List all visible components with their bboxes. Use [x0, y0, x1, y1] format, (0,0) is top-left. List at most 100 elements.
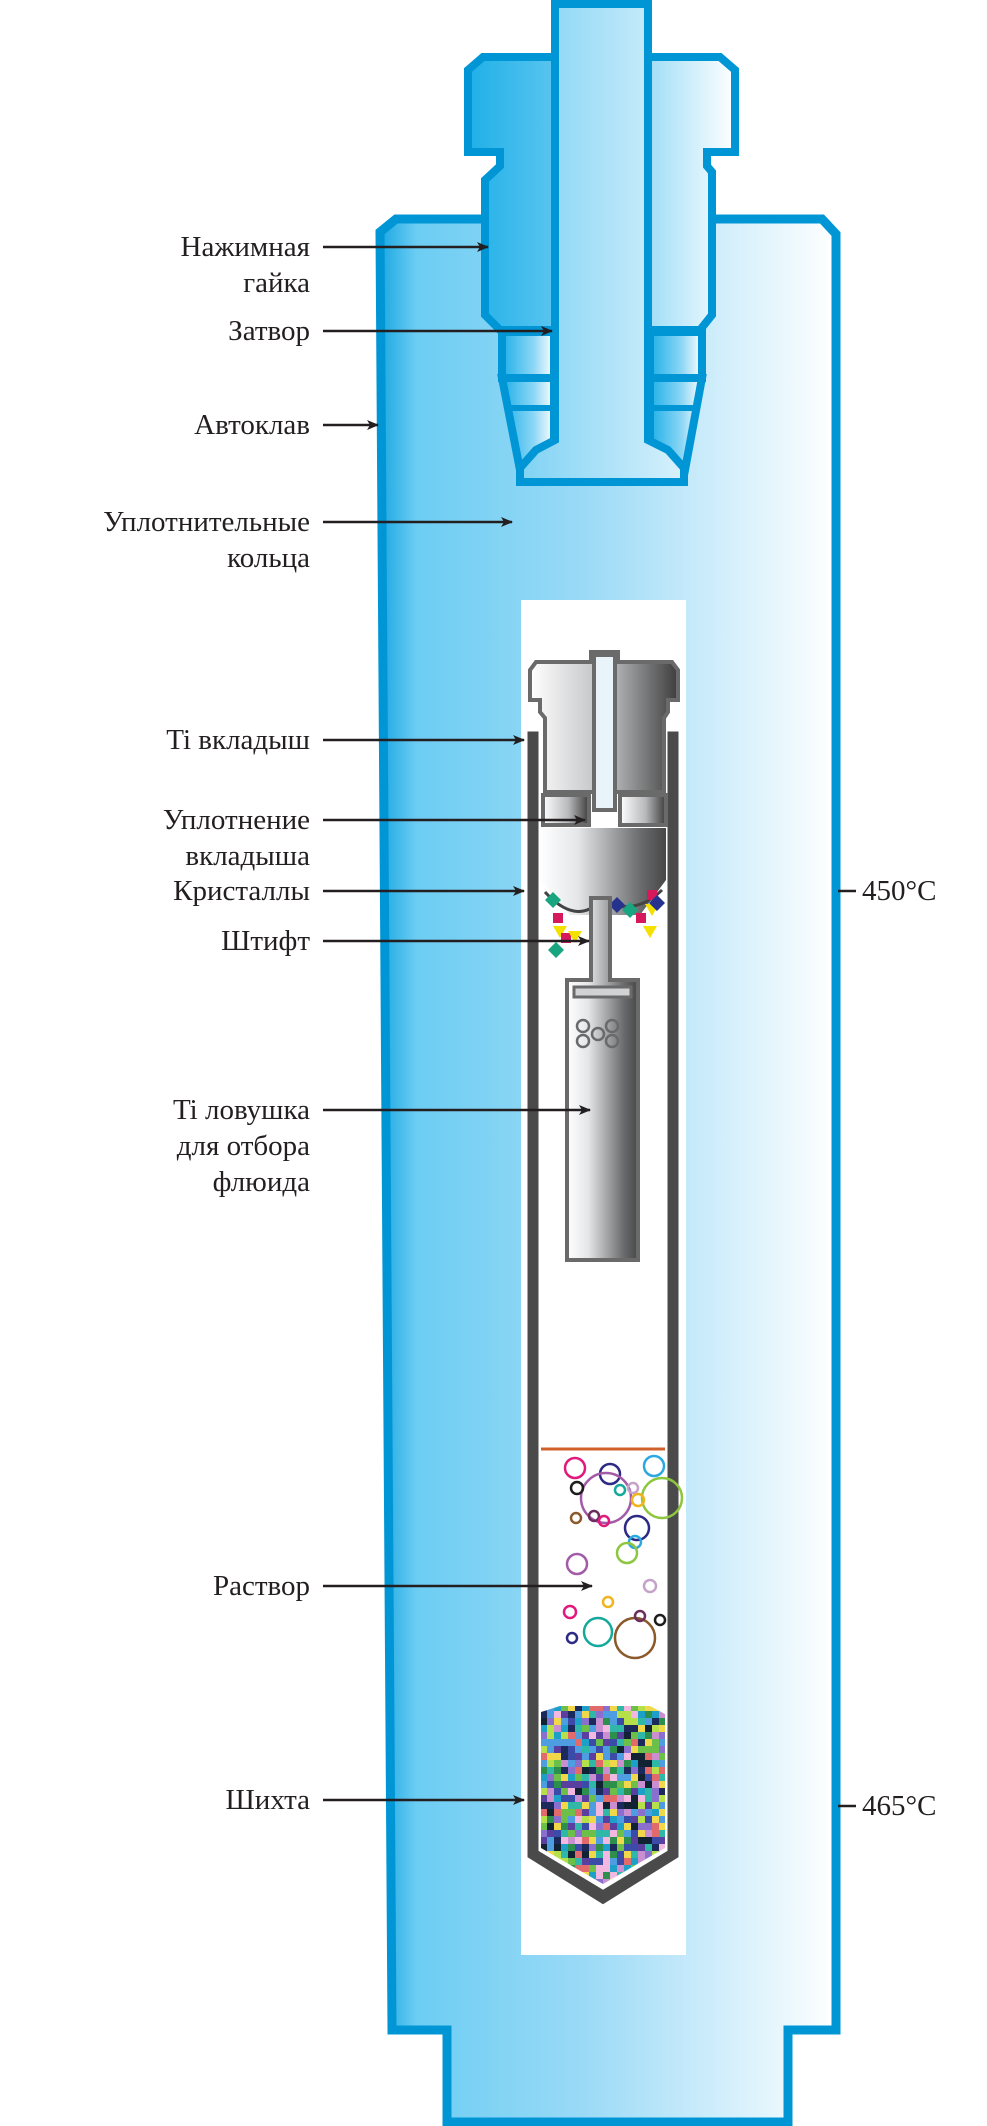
charge-pixel — [638, 1823, 645, 1830]
charge-pixel — [617, 1844, 624, 1851]
charge-pixel — [568, 1746, 575, 1753]
charge-pixel — [561, 1837, 568, 1844]
charge-pixel — [652, 1781, 659, 1788]
charge-pixel — [596, 1767, 603, 1774]
charge-pixel — [638, 1767, 645, 1774]
charge-pixel — [645, 1746, 652, 1753]
charge-pixel — [631, 1788, 638, 1795]
charge-pixel — [589, 1753, 596, 1760]
charge-pixel — [568, 1760, 575, 1767]
charge-pixel — [624, 1830, 631, 1837]
charge-pixel — [561, 1725, 568, 1732]
label-pin: Штифт — [221, 925, 310, 957]
crystal — [649, 895, 665, 911]
charge-pixel — [582, 1837, 589, 1844]
charge-pixel — [596, 1706, 603, 1711]
charge-pixel — [561, 1802, 568, 1809]
charge-pixel — [603, 1795, 610, 1802]
charge-pixel — [541, 1711, 547, 1718]
charge-pixel — [631, 1816, 638, 1823]
charge-pixel — [631, 1718, 638, 1725]
charge-pixel — [582, 1865, 589, 1872]
charge-pixel — [659, 1739, 665, 1746]
charge-pixel — [575, 1753, 582, 1760]
charge-pixel — [603, 1816, 610, 1823]
charge-pixel — [638, 1781, 645, 1788]
charge-pixel — [617, 1816, 624, 1823]
charge-pixel — [645, 1774, 652, 1781]
charge-pixel — [652, 1746, 659, 1753]
charge-pixel — [624, 1732, 631, 1739]
charge-pixel — [582, 1809, 589, 1816]
charge-pixel — [610, 1788, 617, 1795]
charge-pixel — [631, 1837, 638, 1844]
charge-pixel — [617, 1711, 624, 1718]
charge-pixel — [582, 1725, 589, 1732]
charge-pixel — [554, 1795, 561, 1802]
charge-pixel — [617, 1767, 624, 1774]
upper-chamber — [540, 828, 666, 915]
charge-pixel — [568, 1739, 575, 1746]
charge-pixel — [603, 1802, 610, 1809]
charge-pixel — [547, 1788, 554, 1795]
charge-pixel — [652, 1760, 659, 1767]
charge-pixel — [596, 1872, 603, 1879]
charge-pixel — [603, 1746, 610, 1753]
charge-pixel — [568, 1851, 575, 1858]
charge-pixel — [638, 1816, 645, 1823]
bubble — [633, 1609, 647, 1623]
label-line: Уплотнительные — [103, 506, 310, 538]
charge-pixel — [659, 1732, 665, 1739]
bubble — [623, 1514, 651, 1542]
charge-pixel — [624, 1767, 631, 1774]
charge-pixel — [610, 1781, 617, 1788]
charge-pixel — [582, 1816, 589, 1823]
charge-pixel — [561, 1711, 568, 1718]
charge-pixel — [561, 1816, 568, 1823]
charge-pixel — [659, 1781, 665, 1788]
charge-pixel — [617, 1788, 624, 1795]
charge-pixel — [610, 1706, 617, 1711]
charge-pixel — [631, 1844, 638, 1851]
charge-pixel — [568, 1858, 575, 1865]
charge-pixel — [541, 1788, 547, 1795]
charge-pixel — [610, 1725, 617, 1732]
charge-pixel — [645, 1823, 652, 1830]
charge-pixel — [659, 1823, 665, 1830]
charge-pixel — [645, 1706, 652, 1711]
charge-pixel — [541, 1823, 547, 1830]
charge-pixel — [582, 1774, 589, 1781]
charge-pixel — [645, 1837, 652, 1844]
charge-pixel — [631, 1823, 638, 1830]
charge-pixel — [554, 1760, 561, 1767]
charge-pixel — [659, 1725, 665, 1732]
charge-pixel — [575, 1746, 582, 1753]
charge-pixel — [596, 1781, 603, 1788]
charge-pixel — [610, 1802, 617, 1809]
charge-pixel — [554, 1830, 561, 1837]
charge-pixel — [624, 1816, 631, 1823]
charge-pixel — [582, 1844, 589, 1851]
charge-pixel — [638, 1837, 645, 1844]
charge-pixel — [568, 1732, 575, 1739]
charge-pixel — [624, 1753, 631, 1760]
charge-pixel — [554, 1706, 561, 1711]
charge-pixel — [589, 1872, 596, 1879]
charge-pixel — [575, 1725, 582, 1732]
charge-pixel — [617, 1732, 624, 1739]
charge-pixel — [575, 1851, 582, 1858]
charge-pixel — [589, 1795, 596, 1802]
charge-pixel — [554, 1809, 561, 1816]
charge-pixel — [582, 1851, 589, 1858]
charge-pixel — [554, 1816, 561, 1823]
charge-pixel — [596, 1830, 603, 1837]
charge-pixel — [561, 1844, 568, 1851]
charge-pixel — [638, 1802, 645, 1809]
charge-pixel — [659, 1802, 665, 1809]
charge-pixel — [575, 1809, 582, 1816]
bubble — [563, 1456, 587, 1480]
label-line: гайка — [243, 267, 310, 299]
crystal — [553, 926, 567, 938]
charge-pixel — [603, 1858, 610, 1865]
charge-pixel — [659, 1795, 665, 1802]
